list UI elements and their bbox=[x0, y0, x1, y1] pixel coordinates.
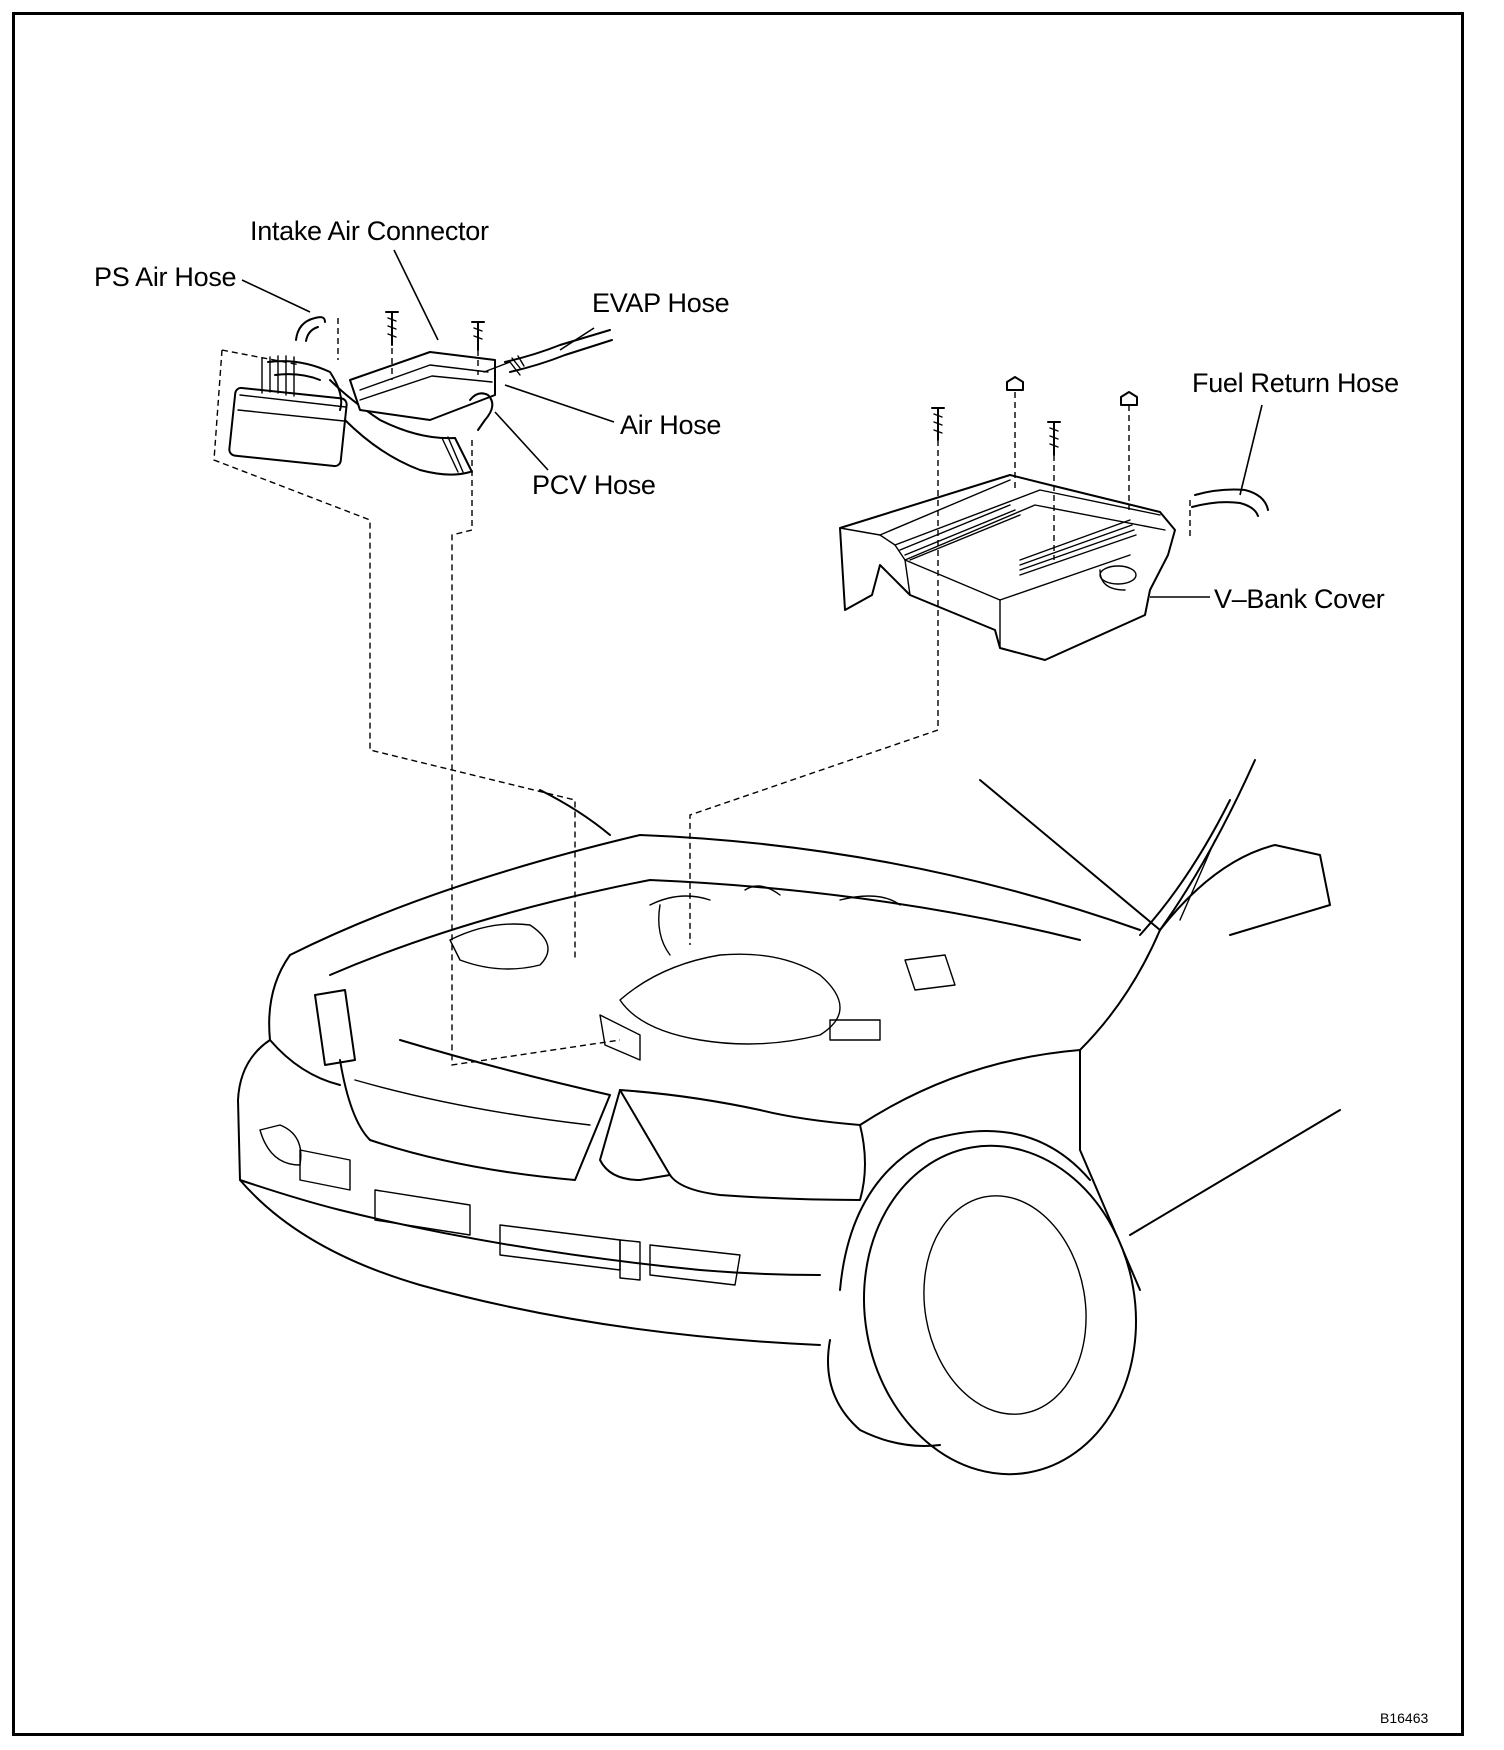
leader-fuel-return-hose bbox=[1239, 404, 1263, 496]
leader-intake-air-connector bbox=[393, 249, 439, 341]
leader-evap-hose bbox=[559, 327, 595, 351]
leader-ps-air-hose bbox=[241, 279, 311, 313]
v-bank-cover-assembly bbox=[839, 376, 1269, 661]
label-pcv-hose: PCV Hose bbox=[532, 470, 656, 500]
figure-code: B16463 bbox=[1380, 1710, 1429, 1726]
figure-border bbox=[12, 12, 1464, 1736]
label-fuel-return-hose: Fuel Return Hose bbox=[1192, 368, 1399, 398]
label-leader-lines bbox=[241, 249, 1263, 598]
label-ps-air-hose: PS Air Hose bbox=[94, 262, 237, 292]
assembly-dashed-lines bbox=[213, 318, 1191, 1066]
leader-air-hose bbox=[504, 384, 615, 423]
label-air-hose: Air Hose bbox=[620, 410, 722, 440]
intake-air-connector-assembly bbox=[228, 311, 613, 476]
vehicle-illustration bbox=[237, 759, 1341, 1476]
label-evap-hose: EVAP Hose bbox=[592, 288, 730, 318]
label-v-bank-cover: V–Bank Cover bbox=[1214, 584, 1385, 614]
leader-pcv-hose bbox=[494, 411, 549, 471]
label-intake-air-connector: Intake Air Connector bbox=[250, 216, 489, 246]
